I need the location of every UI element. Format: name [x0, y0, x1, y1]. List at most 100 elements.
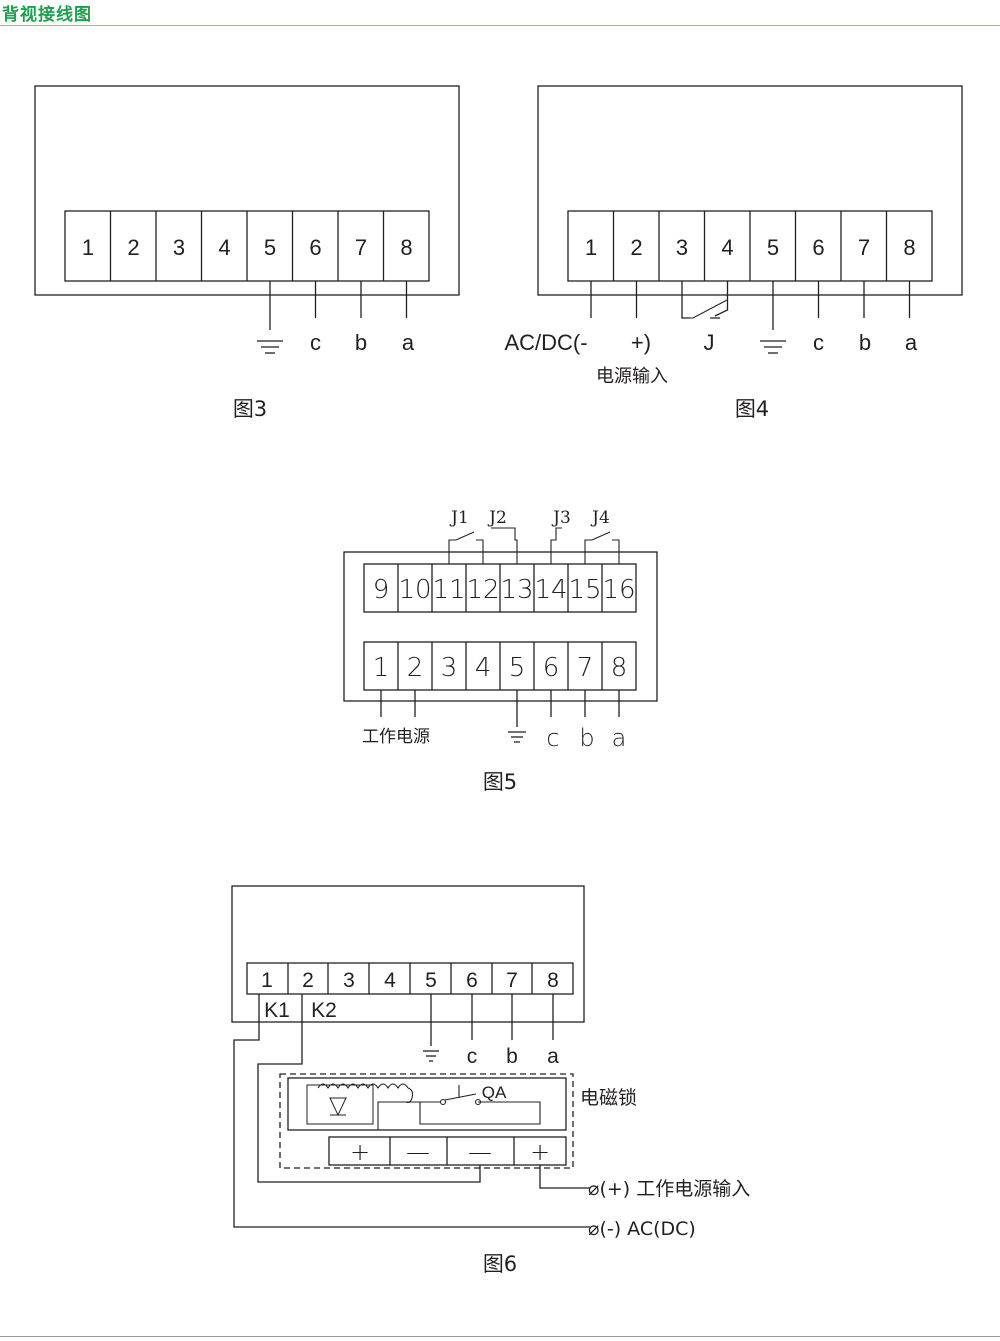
fig4-terminal-2: 2	[630, 235, 642, 260]
fig5-terminal-6: 6	[543, 653, 560, 683]
fig6-coil-icon	[317, 1083, 409, 1090]
fig4-relay-contact	[681, 281, 729, 319]
fig6-lock-label: 电磁锁	[580, 1087, 637, 1109]
footer-divider	[0, 1336, 1000, 1337]
fig4-label-ac-dc: AC/DC(-	[504, 330, 587, 355]
fig4-caption: 图4	[735, 397, 769, 421]
fig6-ground-icon	[423, 1050, 439, 1062]
fig6-label-c: c	[467, 1045, 478, 1068]
fig5-label-b: b	[579, 724, 594, 752]
fig4-ground-icon	[760, 340, 786, 354]
fig4-terminal-dividers	[612, 211, 888, 281]
fig6-lock-body	[287, 1077, 567, 1131]
fig5-relay-contacts	[448, 527, 620, 564]
fig6-lock-boundary	[279, 1073, 574, 1169]
fig4-label-c: c	[813, 330, 824, 355]
fig6-terminal-5: 5	[425, 969, 437, 992]
fig5-caption: 图5	[483, 770, 517, 794]
fig4-label-a: a	[905, 330, 918, 355]
fig5-terminal-3: 3	[441, 653, 458, 683]
fig6-housing	[231, 885, 585, 1023]
fig6-leads	[233, 994, 590, 1228]
fig6-rectifier-box	[306, 1084, 374, 1125]
figure-5: 9 10 11 12 13 14 15 16 1 2 3 4 5 6 7 8 J…	[343, 508, 658, 794]
fig5-terminal-1: 1	[373, 653, 390, 683]
fig5-leads	[380, 690, 620, 727]
fig3-label-c: c	[310, 330, 321, 355]
fig6-label-b: b	[506, 1045, 518, 1068]
fig6-terminal-6: 6	[466, 969, 478, 992]
figure-6: 1 2 3 4 5 6 7 8 K1 K2	[231, 885, 750, 1276]
figure-3: 1 2 3 4 5 6 7 8 c b a 图3	[34, 85, 460, 421]
fig4-label-plus: +)	[631, 330, 651, 355]
fig4-terminal-3: 3	[676, 235, 688, 260]
fig5-relay-j4: J4	[590, 508, 610, 528]
fig4-terminal-8: 8	[903, 235, 915, 260]
fig4-leads	[590, 281, 911, 330]
fig4-terminal-6: 6	[812, 235, 824, 260]
fig6-lock-plus-2: +	[530, 1138, 550, 1166]
fig3-label-a: a	[402, 330, 415, 355]
fig6-lock-wiring	[377, 1101, 541, 1130]
fig3-terminal-4: 4	[218, 235, 230, 260]
fig6-terminal-4: 4	[384, 969, 396, 992]
fig5-ground-icon	[508, 731, 526, 743]
fig6-terminal-2: 2	[302, 969, 314, 992]
fig3-terminal-3: 3	[173, 235, 185, 260]
fig5-terminal-13: 13	[500, 575, 533, 605]
fig3-terminal-1: 1	[82, 235, 94, 260]
fig4-power-input-label: 电源输入	[596, 366, 668, 387]
fig5-terminal-15: 15	[568, 575, 601, 605]
fig6-diode-icon	[329, 1097, 347, 1117]
fig5-relay-j3: J3	[551, 508, 571, 528]
fig3-label-b: b	[355, 330, 367, 355]
fig5-terminal-7: 7	[577, 653, 594, 683]
fig3-terminal-8: 8	[400, 235, 412, 260]
fig6-label-a: a	[547, 1045, 559, 1068]
fig4-label-b: b	[859, 330, 871, 355]
fig4-terminal-7: 7	[858, 235, 870, 260]
fig5-terminal-11: 11	[432, 575, 465, 605]
fig6-caption: 图6	[483, 1252, 517, 1276]
fig3-terminal-5: 5	[264, 235, 276, 260]
fig5-terminal-14: 14	[534, 575, 567, 605]
fig5-terminal-2: 2	[407, 653, 424, 683]
fig6-k1-label: K1	[264, 999, 290, 1022]
fig6-coil-end	[405, 1087, 414, 1104]
fig6-terminal-1: 1	[261, 969, 273, 992]
fig5-terminal-16: 16	[602, 575, 635, 605]
fig5-relay-j1: J1	[449, 508, 469, 528]
fig5-work-power-label: 工作电源	[362, 727, 430, 747]
fig3-ground-icon	[257, 340, 283, 354]
fig4-relay-switch-arm	[682, 299, 728, 319]
fig3-leads	[269, 281, 408, 330]
fig3-housing	[34, 85, 460, 296]
fig4-terminal-4: 4	[721, 235, 733, 260]
fig5-terminal-12: 12	[466, 575, 499, 605]
fig5-terminal-5: 5	[509, 653, 526, 683]
fig5-terminal-9: 9	[373, 575, 390, 605]
fig5-housing	[343, 551, 658, 702]
fig6-terminal-3: 3	[343, 969, 355, 992]
fig6-lock-minus-2: —	[468, 1138, 492, 1166]
fig5-terminal-dividers	[397, 564, 603, 690]
fig6-lock-terminal-dividers	[389, 1137, 515, 1165]
fig6-qa-switch	[420, 1085, 482, 1106]
fig5-label-a: a	[612, 724, 627, 752]
fig4-terminal-5: 5	[767, 235, 779, 260]
fig4-terminal-1: 1	[585, 235, 597, 260]
fig3-terminal-7: 7	[355, 235, 367, 260]
fig3-terminal-dividers	[109, 211, 385, 281]
fig3-terminal-6: 6	[309, 235, 321, 260]
fig4-label-j: J	[704, 330, 715, 355]
fig3-terminal-2: 2	[127, 235, 139, 260]
fig6-qa-label: QA	[482, 1083, 507, 1102]
page-title: 背视接线图	[2, 5, 92, 25]
fig4-housing	[537, 85, 963, 296]
fig6-terminal-7: 7	[506, 969, 518, 992]
fig3-caption: 图3	[233, 397, 267, 421]
fig5-terminal-8: 8	[611, 653, 628, 683]
fig6-terminal-8: 8	[547, 969, 559, 992]
fig6-lock-plus-1: +	[350, 1138, 370, 1166]
